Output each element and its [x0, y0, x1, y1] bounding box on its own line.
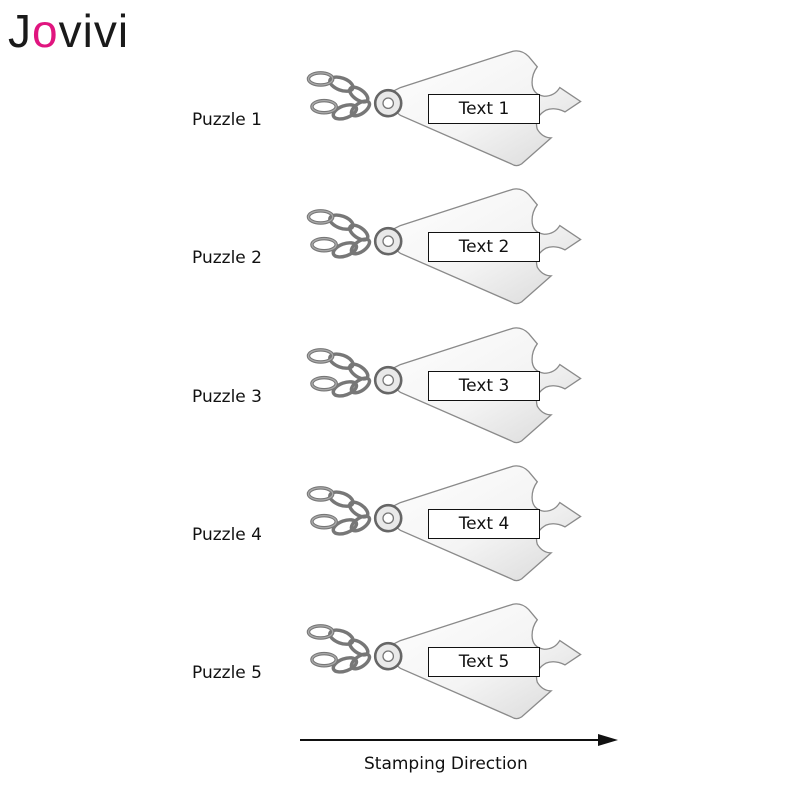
- puzzle-label: Puzzle 1: [192, 110, 262, 130]
- direction-arrow-icon: [300, 734, 618, 746]
- puzzle-row-5: Puzzle 5 Text 5: [0, 602, 800, 773]
- puzzle-row-4: Puzzle 4 Text 4: [0, 464, 800, 635]
- puzzle-label: Puzzle 4: [192, 525, 262, 545]
- puzzle-label: Puzzle 2: [192, 248, 262, 268]
- engraving-text-box: Text 2: [428, 232, 540, 262]
- engraving-text-box: Text 4: [428, 509, 540, 539]
- logo-accent: o: [32, 5, 59, 57]
- stamping-direction-label: Stamping Direction: [364, 754, 528, 774]
- puzzle-row-1: Puzzle 1 Text 1: [0, 49, 800, 220]
- puzzle-row-3: Puzzle 3 Text 3: [0, 326, 800, 497]
- logo-suffix: vivi: [58, 5, 130, 57]
- engraving-text-box: Text 3: [428, 371, 540, 401]
- engraving-text-box: Text 1: [428, 94, 540, 124]
- puzzle-row-2: Puzzle 2 Text 2: [0, 187, 800, 358]
- brand-logo: Jovivi: [8, 4, 129, 58]
- puzzle-label: Puzzle 3: [192, 387, 262, 407]
- puzzle-label: Puzzle 5: [192, 663, 262, 683]
- logo-prefix: J: [8, 5, 32, 57]
- engraving-text-box: Text 5: [428, 647, 540, 677]
